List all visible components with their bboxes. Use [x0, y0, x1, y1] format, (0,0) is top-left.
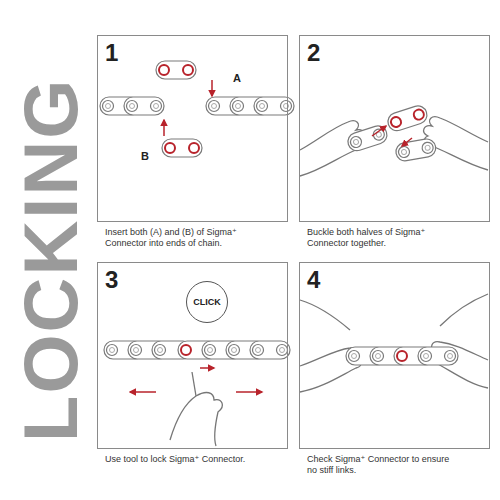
callout-text: CLICK — [193, 297, 221, 307]
part-label: B — [140, 150, 150, 162]
callout-bubble: CLICK — [186, 281, 228, 323]
step-number: 4 — [307, 266, 320, 294]
step-panel: 1Insert both (A) and (B) of Sigma⁺ Conne… — [97, 35, 288, 222]
step-number: 2 — [307, 39, 320, 67]
step-panel: 2Buckle both halves of Sigma⁺ Connector … — [299, 35, 490, 222]
part-label: A — [232, 72, 242, 84]
step-caption: Insert both (A) and (B) of Sigma⁺ Connec… — [105, 227, 255, 249]
step-number: 1 — [105, 39, 118, 67]
step-number: 3 — [105, 266, 118, 294]
step-panel: 3Use tool to lock Sigma⁺ Connector.CLICK — [97, 262, 288, 449]
step-caption: Check Sigma⁺ Connector to ensure no stif… — [307, 454, 457, 476]
section-title: LOCKING — [7, 78, 94, 442]
step-caption: Use tool to lock Sigma⁺ Connector. — [105, 454, 255, 465]
panel-frame — [299, 262, 490, 449]
step-panel: 4Check Sigma⁺ Connector to ensure no sti… — [299, 262, 490, 449]
panel-frame — [299, 35, 490, 222]
panel-frame — [97, 35, 288, 222]
step-caption: Buckle both halves of Sigma⁺ Connector t… — [307, 227, 457, 249]
